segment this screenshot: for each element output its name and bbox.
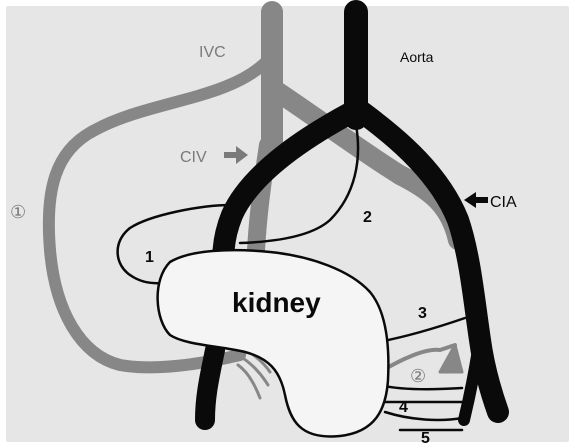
vessel-2-label: 2 <box>363 209 372 226</box>
ivc-label: IVC <box>199 44 226 61</box>
left-lower-artery <box>205 350 215 420</box>
kidney-label: kidney <box>232 287 321 318</box>
collateral-1-label: ① <box>10 202 26 222</box>
vessel-5-label: 5 <box>421 430 430 447</box>
aorta-label: Aorta <box>400 49 434 65</box>
vessel-4-label: 4 <box>399 399 408 416</box>
vessel-3-label: 3 <box>418 305 427 322</box>
cia-label: CIA <box>490 194 517 211</box>
civ-label: CIV <box>180 149 207 166</box>
vessel-1-label: 1 <box>145 249 154 266</box>
collateral-2-label: ② <box>410 366 426 386</box>
